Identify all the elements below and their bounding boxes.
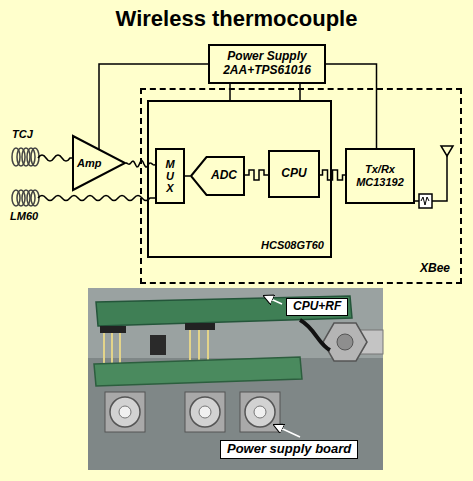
photo: [88, 288, 383, 470]
signal-line: [326, 64, 377, 148]
amplifier-triangle: Amp: [72, 135, 126, 191]
antenna-wire: [432, 154, 447, 201]
battery-clip: [105, 392, 145, 432]
sensor-label: TCJ: [12, 128, 33, 141]
clip-center: [119, 406, 131, 418]
signal-line: [299, 84, 301, 100]
clip-plate: [240, 392, 280, 432]
outline: [73, 136, 125, 190]
signal-line: [229, 84, 231, 100]
block-label: Amp: [77, 157, 101, 170]
component: [150, 335, 166, 355]
signal-line: [320, 170, 345, 180]
block-label: ADC: [211, 169, 237, 183]
clip-ring: [190, 397, 220, 427]
coil-loop: [31, 190, 39, 206]
block-label: MUX: [165, 158, 176, 194]
pin: [189, 330, 191, 362]
chip-symbol: [421, 197, 429, 205]
adc-shape: ADC: [190, 156, 245, 196]
module-box: MUX ADC CPU HCS08GT60 Tx/Rx MC13192XBee: [140, 88, 462, 284]
header: [100, 326, 126, 333]
clip-center: [254, 406, 266, 418]
pin: [119, 333, 121, 366]
mcu-box: MUX ADC CPU HCS08GT60: [147, 100, 332, 258]
signal-wave: [38, 155, 72, 161]
clip-plate: [105, 392, 145, 432]
photo-ground: [88, 288, 383, 470]
signal-line: [245, 170, 268, 180]
cable: [300, 320, 330, 350]
block-label: Tx/Rx MC13192: [351, 163, 409, 188]
photo-callout: Power supply board: [220, 440, 358, 459]
mux-box: MUX: [155, 148, 185, 204]
sensor-coil: [12, 190, 39, 206]
leader-arrow: [274, 425, 300, 437]
title: Wireless thermocouple: [0, 6, 473, 32]
pin: [103, 333, 105, 366]
antenna-symbol: [441, 146, 453, 156]
signal-line: [185, 175, 190, 177]
pin: [111, 333, 113, 366]
leader-arrow: [264, 296, 282, 304]
block-label: Power Supply 2AA+TPS61016: [214, 50, 320, 78]
nut: [323, 323, 367, 361]
clip-ring: [110, 397, 140, 427]
thermocouple-coil: [12, 148, 39, 166]
balun-chip: [419, 194, 432, 208]
signal-wave: [38, 196, 155, 201]
module-label: HCS08GT60: [261, 239, 324, 252]
module-label: XBee: [420, 262, 450, 276]
clip-ring: [245, 397, 275, 427]
cpu-box: CPU: [268, 150, 320, 198]
signal-line: [99, 64, 208, 149]
clip-plate: [185, 392, 225, 432]
cpu-board: [96, 296, 352, 326]
block-label: CPU: [281, 167, 306, 181]
battery-clip: [185, 392, 225, 432]
transceiver-box: Tx/Rx MC13192: [345, 148, 415, 204]
photo-callout: CPU+RF: [286, 298, 348, 316]
nut-hole: [337, 334, 353, 350]
power-supply-box: Power Supply 2AA+TPS61016: [208, 44, 326, 84]
pin: [198, 330, 200, 362]
outline: [191, 157, 244, 195]
pin: [207, 330, 209, 362]
battery-clip: [240, 392, 280, 432]
header: [185, 323, 215, 330]
sensor-label: LM60: [10, 210, 38, 223]
power-board: [94, 357, 302, 386]
clip-center: [199, 406, 211, 418]
